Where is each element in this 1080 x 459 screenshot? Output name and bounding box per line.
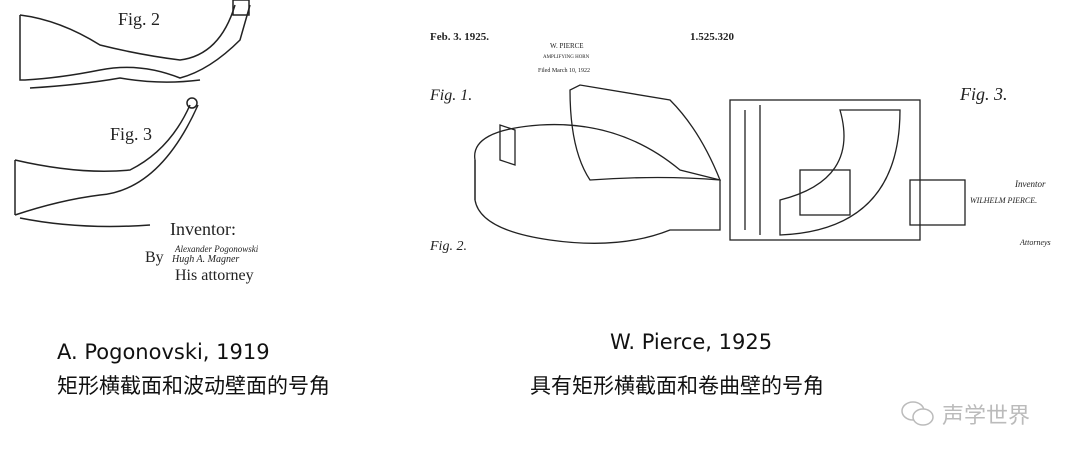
- inventor-label: Inventor:: [170, 219, 236, 239]
- fig1-label: Fig. 1.: [429, 87, 472, 104]
- attorneys-label: Attorneys: [1019, 238, 1051, 247]
- left-caption-title: A. Pogonovski, 1919: [57, 340, 270, 364]
- inventor-label-right: Inventor: [1014, 179, 1046, 189]
- pierce-patent-drawing: Feb. 3. 1925. 1.525.320 W. PIERCE AMPLIF…: [429, 31, 1051, 254]
- by-label: By: [145, 249, 164, 266]
- inventor-name: Alexander Pogonowski: [174, 244, 259, 254]
- patent-title: AMPLIFYING HORN: [543, 55, 590, 60]
- left-caption-description: 矩形横截面和波动壁面的号角: [57, 374, 330, 398]
- attorney-label: His attorney: [175, 267, 254, 284]
- fig3-label-right: Fig. 3.: [959, 84, 1008, 104]
- patent-date: Feb. 3. 1925.: [430, 31, 489, 43]
- fig2-label-right: Fig. 2.: [429, 239, 467, 254]
- watermark: 声学世界: [900, 398, 1030, 430]
- fig3-label: Fig. 3: [110, 124, 152, 144]
- fig2-label: Fig. 2: [118, 9, 160, 29]
- attorney-name: Hugh A. Magner: [171, 254, 239, 265]
- watermark-text: 声学世界: [942, 404, 1031, 429]
- right-caption-title: W. Pierce, 1925: [610, 330, 773, 354]
- pogonovski-patent-drawing: Fig. 2 Fig. 3 Inventor: Alexander Pogono…: [14, 0, 259, 284]
- right-caption-description: 具有矩形横截面和卷曲壁的号角: [530, 374, 824, 398]
- wechat-icon: [901, 401, 934, 426]
- patent-filed: Filed March 10, 1922: [538, 68, 590, 74]
- patent-number: 1.525.320: [690, 31, 735, 43]
- patent-inventor-header: W. PIERCE: [550, 42, 584, 50]
- inventor-name-right: WILHELM PIERCE.: [970, 196, 1037, 205]
